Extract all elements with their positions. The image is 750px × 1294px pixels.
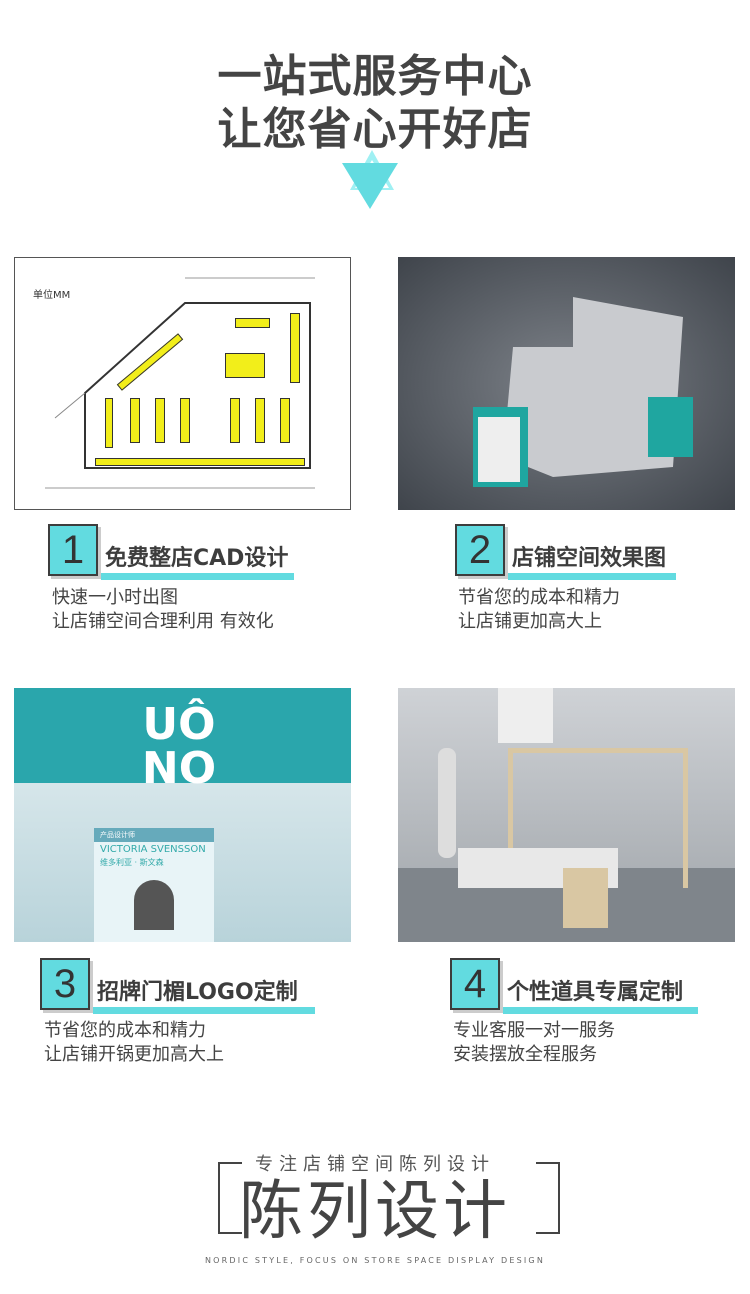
down-triangle-icon bbox=[342, 163, 398, 209]
feature-title: 店铺空间效果图 bbox=[512, 546, 667, 571]
feature-number-badge: 1 bbox=[48, 524, 98, 576]
signage-image: UÔ NO 产品设计师 VICTORIA SVENSSON 维多利亚 · 斯文森 bbox=[14, 688, 351, 942]
feature-desc: 让店铺开锅更加高大上 bbox=[44, 1044, 224, 1065]
feature-desc: 节省您的成本和精力 bbox=[458, 587, 620, 608]
feature-number-badge: 3 bbox=[40, 958, 90, 1010]
headline-line1: 一站式服务中心 bbox=[217, 51, 533, 102]
feature-title: 个性道具专属定制 bbox=[507, 980, 684, 1005]
store-render-image bbox=[398, 257, 735, 510]
feature-number-badge: 2 bbox=[455, 524, 505, 576]
display-props-image bbox=[398, 688, 735, 942]
left-bracket bbox=[218, 1162, 242, 1234]
floor-plan-drawing bbox=[45, 277, 315, 489]
feature-desc: 节省您的成本和精力 bbox=[44, 1020, 206, 1041]
feature-title: 免费整店CAD设计 bbox=[105, 546, 289, 571]
footer-english: NORDIC STYLE, FOCUS ON STORE SPACE DISPL… bbox=[204, 1256, 546, 1265]
feature-desc: 专业客服一对一服务 bbox=[453, 1020, 615, 1041]
feature-desc: 安装摆放全程服务 bbox=[453, 1044, 597, 1065]
right-bracket bbox=[536, 1162, 560, 1234]
feature-title: 招牌门楣LOGO定制 bbox=[97, 980, 298, 1005]
title-underline bbox=[503, 1007, 698, 1014]
headline-line2: 让您省心开好店 bbox=[217, 104, 533, 155]
feature-desc: 让店铺更加高大上 bbox=[458, 611, 602, 632]
cad-plan-image: 单位MM bbox=[14, 257, 351, 510]
feature-desc: 快速一小时出图 bbox=[52, 587, 178, 608]
feature-number-badge: 4 bbox=[450, 958, 500, 1010]
title-underline bbox=[93, 1007, 315, 1014]
title-underline bbox=[508, 573, 676, 580]
title-underline bbox=[101, 573, 294, 580]
feature-desc: 让店铺空间合理利用 有效化 bbox=[52, 611, 274, 632]
footer-subtitle: 专注店铺空间陈列设计 bbox=[255, 1154, 495, 1175]
footer-title: 陈列设计 bbox=[239, 1175, 511, 1249]
